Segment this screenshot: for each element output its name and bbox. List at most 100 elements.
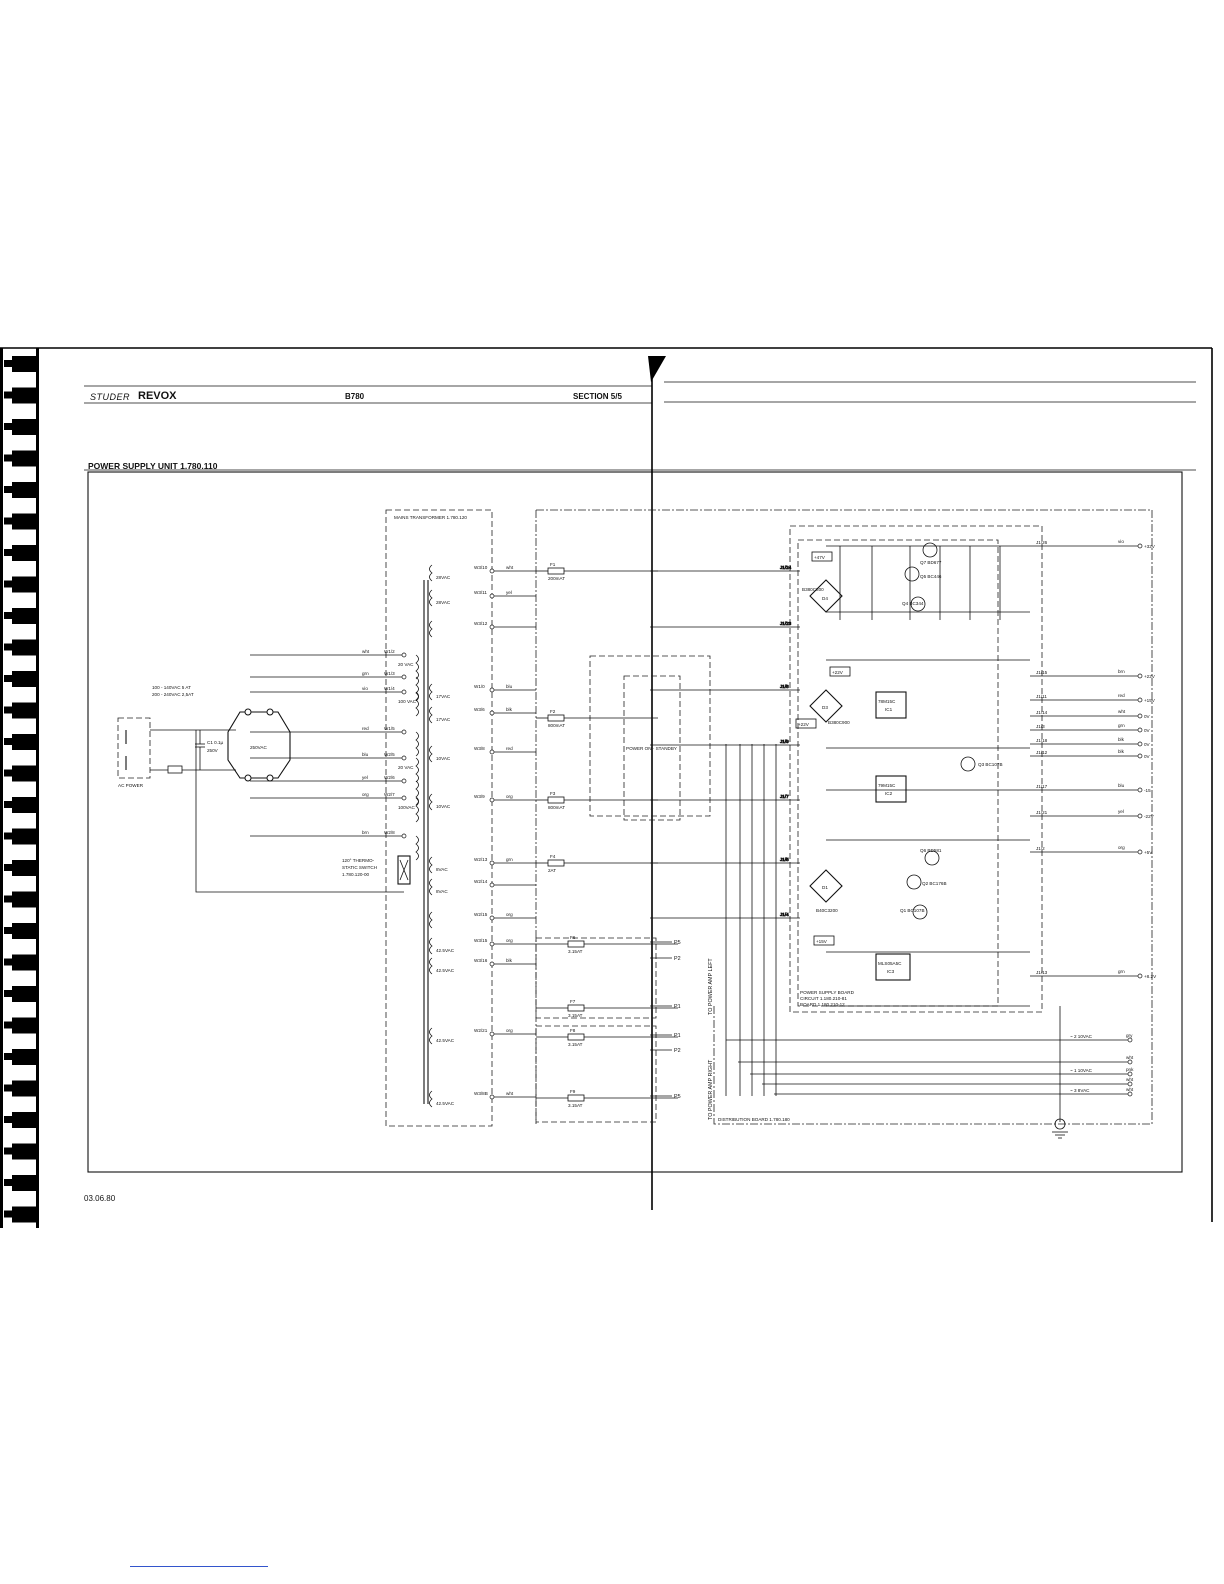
output-wire: vio (1118, 539, 1124, 544)
output-voltage: -15 (1144, 788, 1151, 793)
psu-board-label-2: CIRCUIT 1.180.210-81 (800, 996, 847, 1001)
primary-pin: W2/5 (384, 752, 395, 757)
primary-pin: W1/5 (384, 726, 395, 731)
secondary-wire: grn (506, 857, 513, 862)
fuse-name: F1 (550, 562, 556, 567)
primary-wire: red (362, 726, 369, 731)
amp-port: P1 (674, 1033, 681, 1039)
output-voltage: -22V (1144, 814, 1155, 819)
plus22-box-a: +22V (832, 670, 844, 675)
board-pin: J1/4 (780, 912, 789, 917)
binding-ring (12, 1017, 38, 1034)
output-voltage: +22V (1144, 674, 1156, 679)
secondary-pin: W3/6 (474, 707, 485, 712)
secondary-volts: 10VAC (436, 804, 451, 809)
secondary-pin: W3/8B (474, 1091, 488, 1096)
output-voltage: +32V (1144, 544, 1156, 549)
output-voltage: 0V (1144, 714, 1151, 719)
secondary-wire: org (506, 794, 513, 799)
binding-ring (12, 671, 38, 687)
output-voltage: 0V (1144, 728, 1151, 733)
spiral-binding (0, 348, 39, 1228)
secondary-volts: 28VAC (436, 575, 451, 580)
psu-board-label-1: POWER SUPPLY BOARD (800, 990, 855, 995)
ac-output-wire: wht (1126, 1077, 1134, 1082)
output-pin: J1/2 (1036, 846, 1045, 851)
primary-pin: W1/3 (384, 671, 395, 676)
binding-ring (12, 1143, 38, 1160)
distribution-board-label: DISTRIBUTION BOARD 1.780.180 (718, 1117, 790, 1122)
binding-ring (12, 828, 38, 845)
q5-label: Q5 BC446 (920, 574, 942, 579)
binding-ring (12, 356, 38, 372)
voltage-note-2: 200 - 240VAC 2,5AT (152, 692, 194, 697)
binding-ring (12, 1080, 38, 1097)
fuse-name: F2 (550, 709, 556, 714)
output-wire: blk (1118, 737, 1125, 742)
output-wire: yel (1118, 809, 1124, 814)
primary-pin: W2/7 (384, 792, 395, 797)
q7-label: Q7 BD677 (920, 560, 942, 565)
output-pin: J1/14 (1036, 710, 1048, 715)
output-wire: blk (1118, 749, 1125, 754)
output-pin: J1/17 (1036, 784, 1048, 789)
ac-power-label: AC POWER (118, 783, 144, 788)
q6-label: Q6 BD581 (920, 848, 942, 853)
binding-ring (12, 482, 38, 498)
plus47-box: +47V (814, 555, 826, 560)
secondary-volts: 17VAC (436, 694, 451, 699)
ic1-part: 78M15C (878, 699, 896, 704)
secondary-pin: W3/8 (474, 746, 485, 751)
q3-label: Q3 BC107B (978, 762, 1003, 767)
output-wire: red (1118, 693, 1125, 698)
ic2-part: 79M15C (878, 783, 896, 788)
binding-ring (12, 387, 38, 404)
primary-volts: 100 VAC (398, 699, 417, 704)
ac-output-wire: pnk (1126, 1067, 1134, 1072)
binding-ring (12, 734, 38, 750)
diagram-title: POWER SUPPLY UNIT 1.780.110 (88, 461, 218, 471)
secondary-volts: 10VAC (436, 756, 451, 761)
thermo-label-1: 120° THERMO- (342, 858, 375, 863)
secondary-volts: 8VAC (436, 867, 448, 872)
secondary-volts: 17VAC (436, 717, 451, 722)
binding-ring (12, 860, 38, 876)
ac-output-wire: gry (1126, 1033, 1133, 1038)
secondary-volts: 42.5VAC (436, 1038, 455, 1043)
output-pin: J1/11 (1036, 694, 1047, 699)
binding-ring (12, 608, 38, 624)
binding-ring (12, 545, 38, 561)
to-amp-left-label: TO POWER AMP LEFT (708, 958, 714, 1015)
output-wire: wht (1118, 709, 1126, 714)
secondary-pin: W2/15 (474, 912, 488, 917)
binding-ring (12, 450, 38, 467)
output-wire: grn (1118, 969, 1125, 974)
amp-port: P2 (674, 1048, 681, 1054)
primary-pin: W2/8 (384, 830, 395, 835)
binding-ring (12, 923, 38, 939)
fuse-rating: 3.15AT (568, 949, 583, 954)
secondary-pin: W1/0 (474, 684, 485, 689)
power-switch-label: POWER ON · STANDBY (626, 746, 677, 751)
board-pin: J1/24 (780, 565, 792, 570)
secondary-pin: W3/11 (474, 590, 487, 595)
fuses: F1200mATF2800mATF3800mATF42ATF63.15ATF73… (536, 562, 678, 1108)
binding-ring (12, 1206, 38, 1223)
ac-output-label: ~ 1 10VAC (1070, 1068, 1093, 1073)
q4-label: Q4 BC344 (902, 601, 924, 606)
ic1-name: IC1 (885, 707, 893, 712)
d3-name: D3 (822, 705, 828, 710)
amp-port: P5 (674, 940, 681, 946)
d4-bridge-label: B380C800 (802, 587, 824, 592)
q2-label: Q2 BC176B (922, 881, 947, 886)
output-pin: J1/15 (1036, 670, 1048, 675)
secondary-wire: wht (506, 1091, 514, 1096)
ac-output-wire: wht (1126, 1055, 1134, 1060)
ac-output-label: ~ 2 10VAC (1070, 1034, 1093, 1039)
secondary-wire: blk (506, 707, 513, 712)
primary-pin: W2/6 (384, 775, 395, 780)
